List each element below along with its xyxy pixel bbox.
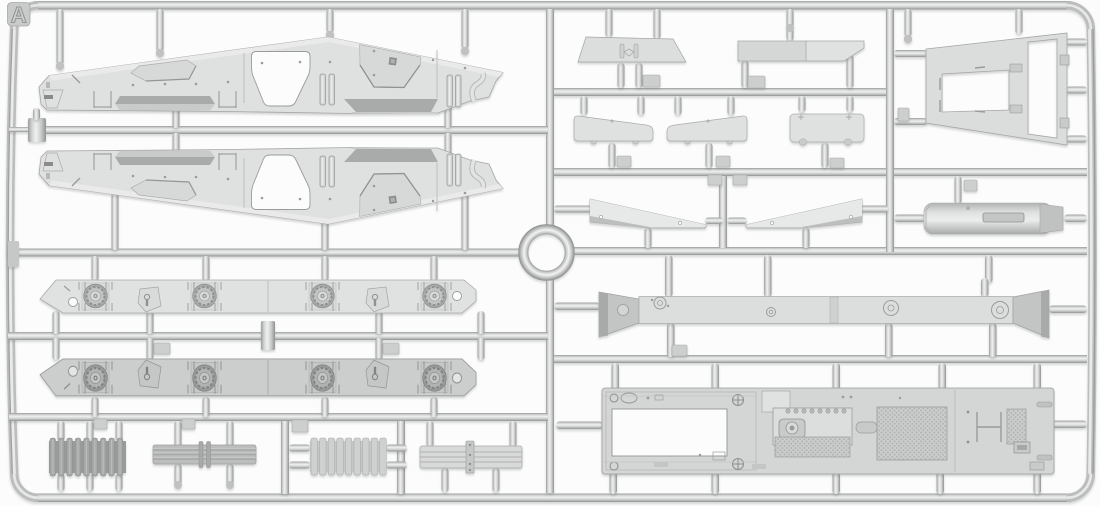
svg-text:A: A [11, 2, 27, 27]
